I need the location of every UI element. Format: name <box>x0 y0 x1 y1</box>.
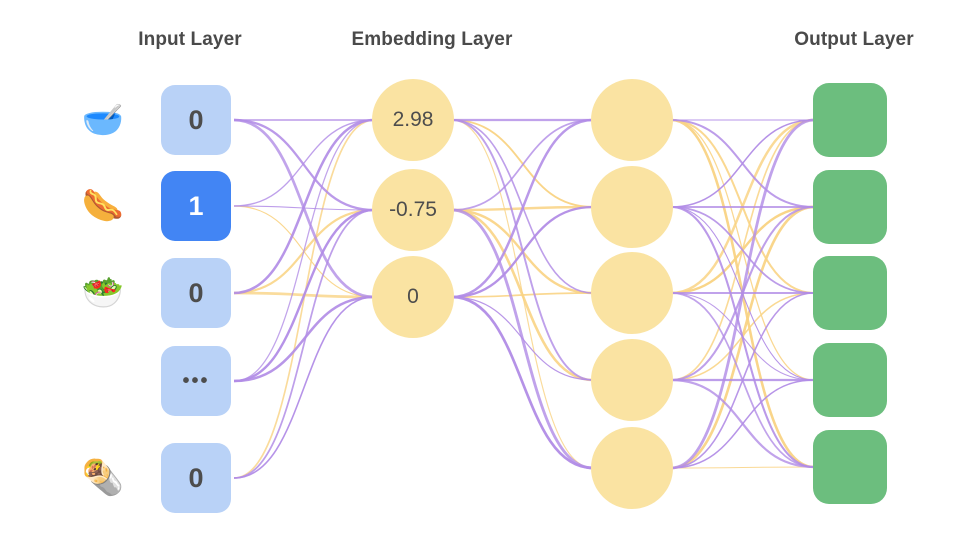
edge <box>670 118 815 295</box>
embedding-node-2[interactable]: -0.75 <box>372 169 454 251</box>
edge <box>451 119 594 208</box>
hidden-node-1[interactable] <box>591 79 673 161</box>
output-node-5[interactable] <box>813 430 887 504</box>
input-node-value: 1 <box>188 190 204 221</box>
edge <box>451 119 594 294</box>
edge <box>670 118 815 470</box>
embedding-node-value: -0.75 <box>389 198 437 221</box>
edge <box>670 118 815 469</box>
burrito-icon: 🌯 <box>81 459 125 497</box>
edge <box>233 119 375 207</box>
edge <box>670 378 815 469</box>
hot-dog-icon: 🌭 <box>81 187 125 225</box>
edge <box>670 118 815 209</box>
edge <box>451 208 594 470</box>
edge <box>451 296 594 381</box>
edge <box>670 119 815 381</box>
embedding-node-value: 2.98 <box>392 108 434 131</box>
edge <box>451 208 594 295</box>
layer-title-output: Output Layer <box>794 29 914 50</box>
edge <box>451 208 594 382</box>
edge <box>670 205 815 382</box>
edge <box>670 119 815 381</box>
edge <box>233 208 375 295</box>
output-node-2[interactable] <box>813 170 887 244</box>
edge <box>233 118 375 295</box>
embedding-node-3[interactable]: 0 <box>372 256 454 338</box>
edge <box>670 206 815 381</box>
edge <box>233 295 375 383</box>
edge <box>451 205 594 212</box>
edge <box>233 118 375 212</box>
edge <box>233 291 375 299</box>
edge <box>451 295 594 470</box>
edge <box>233 296 375 479</box>
edge <box>451 292 594 298</box>
embedding-node-value: 0 <box>407 285 419 308</box>
input-node-2[interactable]: 1 <box>161 171 231 241</box>
input-node-5[interactable]: 0 <box>161 443 231 513</box>
hidden-node-4[interactable] <box>591 339 673 421</box>
input-node-value: 0 <box>188 277 204 308</box>
edge <box>670 205 815 469</box>
edge <box>233 205 375 211</box>
edge <box>451 119 594 211</box>
output-node-3[interactable] <box>813 256 887 330</box>
edge <box>670 206 815 294</box>
edge <box>670 118 815 295</box>
edge <box>670 292 815 381</box>
edge <box>233 118 375 299</box>
edge <box>670 466 815 469</box>
hidden-node-3[interactable] <box>591 252 673 334</box>
edge <box>233 119 375 382</box>
edge <box>670 119 815 208</box>
edge <box>233 209 375 479</box>
edge <box>670 379 815 469</box>
layer-title-embedding: Embedding Layer <box>351 29 513 50</box>
edge <box>670 205 815 295</box>
green-salad-icon: 🥗 <box>81 274 125 312</box>
output-node-1[interactable] <box>813 83 887 157</box>
edge <box>670 292 815 469</box>
input-node-3[interactable]: 0 <box>161 258 231 328</box>
edge <box>670 205 815 470</box>
input-node-value: 0 <box>188 104 204 135</box>
hidden-node-5[interactable] <box>591 427 673 509</box>
output-node-4[interactable] <box>813 343 887 417</box>
edge <box>451 205 594 299</box>
layer-title-input: Input Layer <box>138 29 242 50</box>
edge <box>451 118 594 299</box>
edge <box>451 119 594 381</box>
edge <box>233 205 375 298</box>
hidden-node-2[interactable] <box>591 166 673 248</box>
input-node-value: ••• <box>182 369 210 392</box>
input-node-1[interactable]: 0 <box>161 85 231 155</box>
input-node-value: 0 <box>188 462 204 493</box>
bowl-with-spoon-icon: 🥣 <box>81 101 125 139</box>
edge <box>670 292 815 468</box>
edge <box>233 208 375 383</box>
input-node-4[interactable]: ••• <box>161 346 231 416</box>
embedding-node-1[interactable]: 2.98 <box>372 79 454 161</box>
edge <box>670 292 815 381</box>
edge <box>451 119 594 469</box>
edge <box>233 119 375 479</box>
